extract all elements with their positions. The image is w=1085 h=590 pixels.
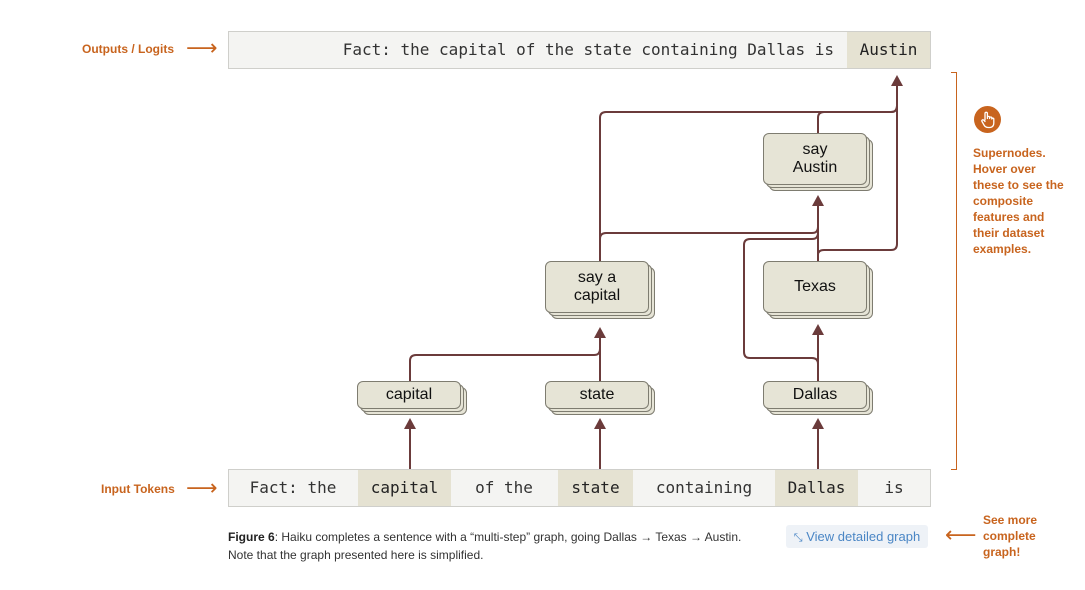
token: containing xyxy=(655,478,753,497)
arrowhead xyxy=(594,327,606,338)
output-prediction[interactable]: Austin xyxy=(847,32,930,68)
view-detailed-graph-button[interactable]: ⤡ View detailed graph xyxy=(786,525,928,548)
node-texas[interactable]: Texas xyxy=(763,261,873,319)
node-dallas-label: Dallas xyxy=(763,381,867,409)
node-texas-label: Texas xyxy=(763,261,867,313)
outputs-arrow-icon: ⟶ xyxy=(186,36,218,61)
node-state[interactable]: state xyxy=(545,381,655,415)
edge-say-austin-to-output xyxy=(817,83,898,134)
figure-caption: Figure 6: Haiku completes a sentence wit… xyxy=(228,528,748,564)
outputs-label: Outputs / Logits xyxy=(82,42,174,56)
arrowhead xyxy=(594,418,606,429)
token: is xyxy=(884,478,904,497)
figure-label: Figure 6 xyxy=(228,530,275,544)
token: Fact: the xyxy=(249,478,337,497)
token: of the xyxy=(475,478,533,497)
see-more-arrow-icon: ⟵ xyxy=(945,523,977,548)
arrowhead xyxy=(812,418,824,429)
edge-capital-to-say-a-capital xyxy=(409,335,601,383)
node-capital[interactable]: capital xyxy=(357,381,467,415)
node-say-a-capital[interactable]: say a capital xyxy=(545,261,655,319)
input-tokens-label: Input Tokens xyxy=(101,482,175,496)
expand-arrows-icon: ⤡ xyxy=(793,531,803,544)
node-dallas[interactable]: Dallas xyxy=(763,381,873,415)
view-detailed-graph-label: View detailed graph xyxy=(806,529,921,544)
node-say-austin[interactable]: say Austin xyxy=(763,133,873,191)
arrowhead xyxy=(404,418,416,429)
edge-texas-to-output xyxy=(817,83,898,256)
supernodes-bracket xyxy=(951,72,957,470)
arrowhead xyxy=(891,75,903,86)
caption-text: : Haiku completes a sentence with a “mul… xyxy=(228,530,742,562)
token-highlighted[interactable]: capital xyxy=(358,470,451,506)
arrowhead xyxy=(812,195,824,206)
node-state-label: state xyxy=(545,381,649,409)
edge-dallas-to-say-austin xyxy=(743,203,819,383)
input-token-bar: Fact: the capital of the state containin… xyxy=(228,469,931,507)
edge-say-a-capital-to-say-austin xyxy=(599,203,819,262)
supernodes-note: Supernodes. Hover over these to see the … xyxy=(973,146,1064,256)
input-arrow-icon: ⟶ xyxy=(186,476,218,501)
node-capital-label: capital xyxy=(357,381,461,409)
arrowhead xyxy=(812,324,824,335)
node-say-austin-label: say Austin xyxy=(763,133,867,185)
hand-pointer-icon xyxy=(974,106,1001,133)
output-bar: Fact: the capital of the state containin… xyxy=(228,31,931,69)
see-more-note: See more complete graph! xyxy=(983,513,1038,559)
token-highlighted[interactable]: Dallas xyxy=(775,470,858,506)
output-prompt: Fact: the capital of the state containin… xyxy=(342,40,834,59)
token-highlighted[interactable]: state xyxy=(558,470,633,506)
node-say-a-capital-label: say a capital xyxy=(545,261,649,313)
